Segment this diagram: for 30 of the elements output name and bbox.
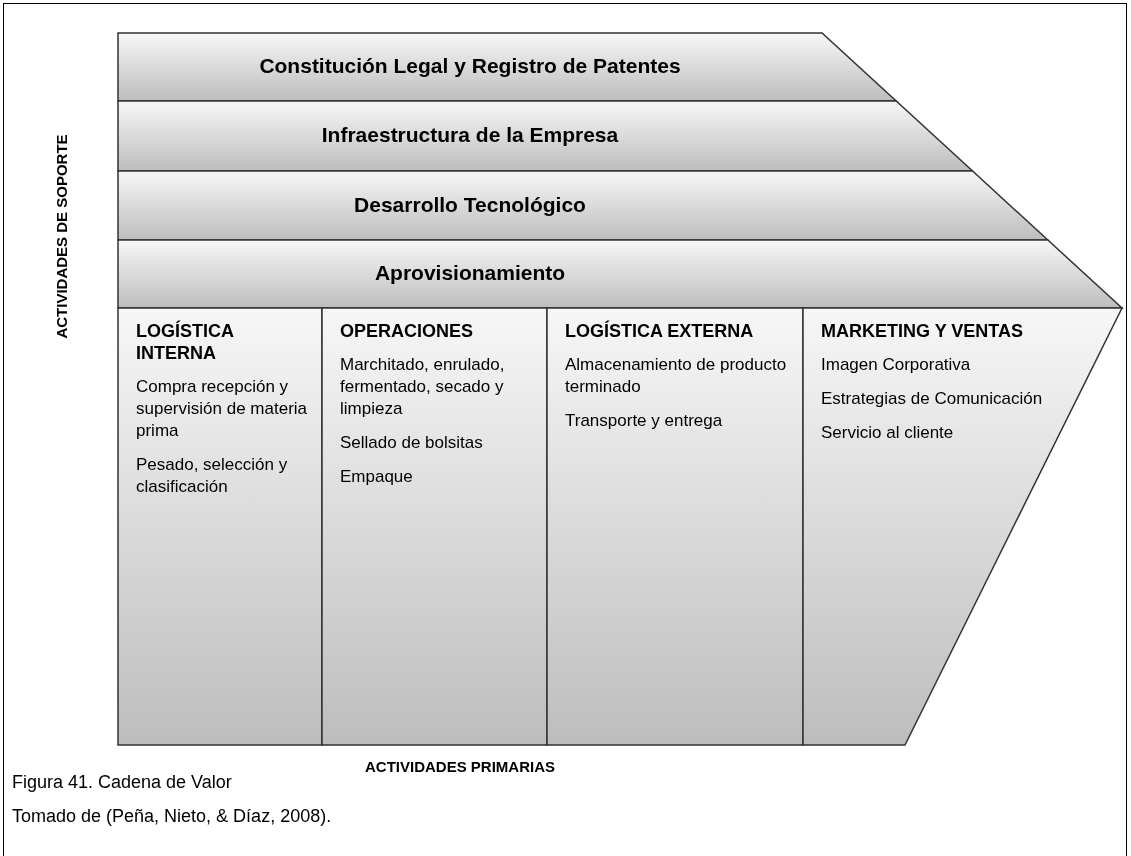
axis-label: ACTIVIDADES PRIMARIAS (365, 758, 555, 775)
primary-activity-column (118, 308, 322, 745)
column-heading: MARKETING Y VENTAS (821, 320, 1025, 342)
activity-text: Servicio al cliente (821, 422, 955, 444)
activity-text: Sellado de bolsitas (340, 432, 484, 454)
support-activity-band (118, 101, 973, 171)
activity-text: Pesado, selección y clasificación (136, 454, 289, 498)
primary-activity-column (322, 308, 547, 745)
source-note: Tomado de (Peña, Nieto, & Díaz, 2008). (12, 806, 332, 826)
activity-text: Empaque (340, 466, 414, 488)
activity-text: Transporte y entrega (565, 410, 724, 432)
figure-caption: Figura 41. Cadena de Valor (12, 772, 232, 792)
axis-label: ACTIVIDADES DE SOPORTE (52, 134, 70, 339)
activity-text: Estrategias de Comunicación (821, 388, 1044, 410)
band-title: Constitución Legal y Registro de Patentes (259, 54, 681, 77)
band-title: Aprovisionamiento (374, 261, 566, 284)
activity-text: Imagen Corporativa (821, 354, 972, 376)
support-activity-band (118, 240, 1122, 308)
activity-text: Almacenamiento de producto terminado (565, 354, 788, 398)
activity-text: Compra recepción y supervisión de materia prima (136, 376, 309, 442)
activity-text: Marchitado, enrulado, fermentado, secado y limpieza (340, 354, 506, 420)
column-heading: OPERACIONES (340, 320, 475, 342)
column-heading: LOGÍSTICA INTERNA (136, 320, 235, 364)
support-activity-band (118, 171, 1048, 240)
support-activity-band (118, 33, 897, 101)
primary-activity-column (547, 308, 803, 745)
column-heading: LOGÍSTICA EXTERNA (565, 320, 755, 342)
primary-activity-column (803, 308, 1122, 745)
band-title: Infraestructura de la Empresa (321, 123, 619, 146)
band-title: Desarrollo Tecnológico (354, 192, 586, 216)
